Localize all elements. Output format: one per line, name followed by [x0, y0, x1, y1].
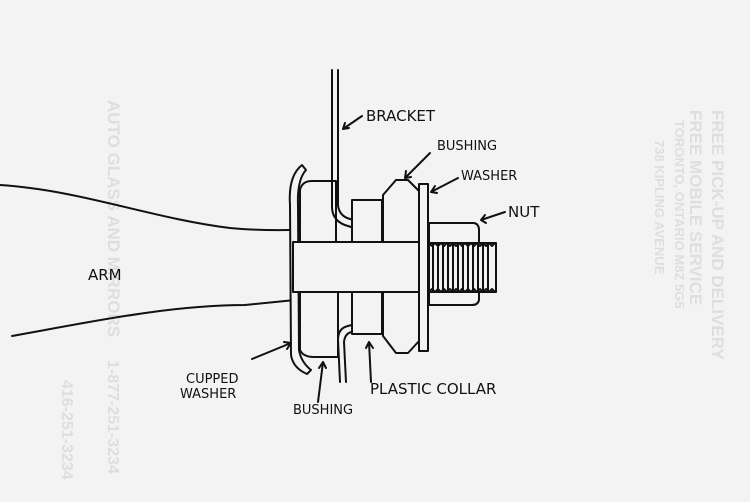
bushing-hex-top — [382, 179, 421, 243]
bracket — [331, 69, 361, 231]
arrow-cupped-washer — [251, 341, 292, 360]
arrow-bushing-top — [404, 152, 431, 179]
arm-outline-bottom — [11, 299, 296, 337]
thread-edge — [428, 242, 496, 293]
thread-lines — [432, 242, 489, 293]
arrow-bushing-bottom — [317, 361, 327, 403]
watermark-line: AUTO GLASS AND MIRRORS — [104, 100, 123, 337]
bracket-lower — [343, 329, 365, 383]
label-cupped-washer-1: CUPPED — [186, 372, 239, 387]
arrow-plastic-collar — [365, 341, 374, 383]
bracket-lower — [337, 321, 363, 383]
plastic-collar-bottom — [351, 291, 383, 335]
arrow-nut — [480, 211, 506, 224]
washer — [418, 183, 429, 352]
label-washer: WASHER — [461, 169, 517, 184]
bolt-shank — [292, 241, 429, 293]
watermark-line: FREE MOBILE SERVICE — [686, 110, 705, 305]
bushing-hex-bottom — [382, 291, 421, 354]
label-cupped-washer-2: WASHER — [180, 387, 236, 402]
label-nut: NUT — [508, 203, 540, 221]
watermark: AUTO GLASS AND MIRRORS 1-877-251-3234 41… — [58, 100, 727, 480]
cupped-washer — [288, 164, 312, 375]
label-bushing-top: BUSHING — [437, 139, 497, 154]
watermark-line: TORONTO, ONTARIO M8Z 5G5 — [672, 120, 687, 309]
label-bracket: BRACKET — [366, 107, 436, 125]
bushing-left-bottom — [299, 291, 339, 358]
plastic-collar-top — [351, 199, 383, 243]
watermark-line: 738 KIPLING AVENUE — [652, 140, 667, 275]
arrow-washer — [430, 177, 459, 194]
label-bushing-bottom: BUSHING — [293, 403, 353, 418]
watermark-line: FREE PICK-UP AND DELIVERY — [708, 110, 727, 360]
label-arm: ARM — [88, 266, 122, 284]
label-plastic-collar: PLASTIC COLLAR — [370, 380, 496, 398]
watermark-line: 416-251-3234 — [58, 380, 75, 480]
arrow-bracket — [342, 115, 363, 130]
watermark-line: 1-877-251-3234 — [104, 360, 121, 474]
leader-arrows — [251, 115, 506, 403]
arm-outline-top — [0, 184, 296, 232]
bushing-left-top — [299, 180, 337, 243]
bracket — [337, 69, 363, 223]
